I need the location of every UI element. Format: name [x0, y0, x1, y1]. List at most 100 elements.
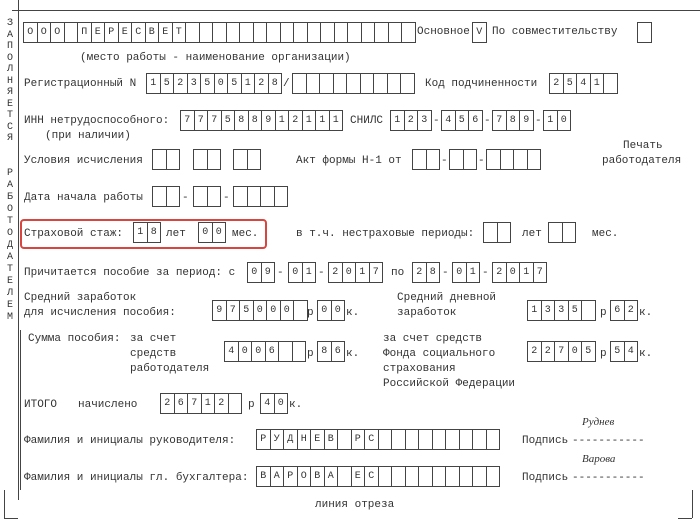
- form-cell[interactable]: [239, 23, 253, 42]
- form-cell[interactable]: [445, 467, 459, 486]
- form-cell[interactable]: 2: [527, 342, 541, 361]
- form-cell[interactable]: 4: [260, 394, 274, 413]
- form-cell[interactable]: [472, 467, 486, 486]
- form-cell[interactable]: 0: [567, 342, 582, 361]
- form-cell[interactable]: 4: [623, 342, 638, 361]
- form-cell[interactable]: 0: [252, 301, 267, 320]
- form-cell[interactable]: [445, 430, 459, 449]
- form-cell[interactable]: 5: [454, 111, 469, 130]
- form-cell[interactable]: 0: [251, 342, 265, 361]
- form-cell[interactable]: Е: [310, 430, 324, 449]
- form-cell[interactable]: 0: [452, 263, 466, 282]
- form-cell[interactable]: [193, 187, 207, 206]
- form-cell[interactable]: [293, 23, 307, 42]
- form-cell[interactable]: [152, 187, 166, 206]
- form-cell[interactable]: Е: [158, 23, 172, 42]
- form-cell[interactable]: 6: [468, 111, 482, 130]
- form-cell[interactable]: 1: [465, 263, 480, 282]
- form-cell[interactable]: 5: [562, 74, 577, 93]
- form-cell[interactable]: О: [23, 23, 37, 42]
- form-cell[interactable]: [486, 150, 500, 169]
- form-cell[interactable]: [425, 150, 440, 169]
- form-cell[interactable]: [233, 187, 247, 206]
- form-cell[interactable]: [431, 467, 446, 486]
- form-cell[interactable]: [431, 430, 446, 449]
- form-cell[interactable]: 2: [403, 111, 418, 130]
- form-cell[interactable]: [462, 150, 477, 169]
- start-month-cells[interactable]: [193, 186, 221, 207]
- form-cell[interactable]: [193, 150, 207, 169]
- form-cell[interactable]: 0: [213, 74, 228, 93]
- form-cell[interactable]: 0: [341, 263, 356, 282]
- act-month-cells[interactable]: [449, 149, 477, 170]
- form-cell[interactable]: 7: [368, 263, 383, 282]
- form-cell[interactable]: [291, 342, 306, 361]
- form-cell[interactable]: [152, 150, 166, 169]
- form-cell[interactable]: О: [50, 23, 64, 42]
- form-cell[interactable]: [305, 74, 320, 93]
- form-cell[interactable]: [548, 223, 562, 242]
- form-cell[interactable]: П: [77, 23, 91, 42]
- form-cell[interactable]: 9: [260, 263, 275, 282]
- form-cell[interactable]: [347, 23, 361, 42]
- form-cell[interactable]: О: [296, 467, 311, 486]
- form-cell[interactable]: [279, 23, 294, 42]
- form-cell[interactable]: [637, 23, 651, 42]
- form-cell[interactable]: 0: [198, 223, 212, 242]
- form-cell[interactable]: 1: [589, 74, 604, 93]
- form-cell[interactable]: 5: [200, 74, 214, 93]
- form-cell[interactable]: [513, 150, 527, 169]
- form-cell[interactable]: 6: [330, 342, 345, 361]
- form-cell[interactable]: Р: [283, 467, 297, 486]
- form-cell[interactable]: 1: [133, 223, 147, 242]
- form-cell[interactable]: 5: [567, 301, 582, 320]
- form-cell[interactable]: В: [310, 467, 324, 486]
- form-cell[interactable]: [198, 23, 213, 42]
- form-cell[interactable]: 5: [239, 301, 253, 320]
- form-cell[interactable]: [185, 23, 199, 42]
- form-cell[interactable]: 5: [227, 74, 241, 93]
- form-cell[interactable]: 1: [390, 111, 404, 130]
- form-cell[interactable]: 2: [540, 342, 555, 361]
- form-cell[interactable]: 7: [187, 394, 201, 413]
- form-cell[interactable]: [496, 223, 511, 242]
- form-cell[interactable]: Р: [104, 23, 118, 42]
- form-cell[interactable]: 2: [492, 263, 506, 282]
- form-cell[interactable]: 7: [492, 111, 506, 130]
- form-cell[interactable]: [418, 467, 432, 486]
- form-cell[interactable]: 1: [315, 111, 329, 130]
- form-cell[interactable]: 2: [254, 74, 268, 93]
- form-cell[interactable]: [212, 23, 226, 42]
- form-cell[interactable]: 6: [173, 394, 188, 413]
- form-cell[interactable]: [387, 23, 402, 42]
- form-cell[interactable]: [472, 430, 486, 449]
- form-cell[interactable]: [483, 223, 497, 242]
- form-cell[interactable]: 1: [328, 111, 343, 130]
- form-cell[interactable]: 3: [186, 74, 201, 93]
- form-cell[interactable]: 8: [247, 111, 262, 130]
- form-cell[interactable]: [320, 23, 334, 42]
- form-cell[interactable]: [337, 430, 351, 449]
- form-cell[interactable]: [260, 187, 274, 206]
- form-cell[interactable]: [165, 187, 180, 206]
- form-cell[interactable]: 8: [317, 342, 331, 361]
- form-cell[interactable]: 0: [266, 301, 280, 320]
- form-cell[interactable]: С: [131, 23, 145, 42]
- form-cell[interactable]: 9: [212, 301, 226, 320]
- form-cell[interactable]: 2: [160, 394, 174, 413]
- form-cell[interactable]: А: [323, 467, 338, 486]
- form-cell[interactable]: 5: [159, 74, 174, 93]
- act-year-cells[interactable]: [486, 149, 541, 170]
- form-cell[interactable]: 4: [441, 111, 455, 130]
